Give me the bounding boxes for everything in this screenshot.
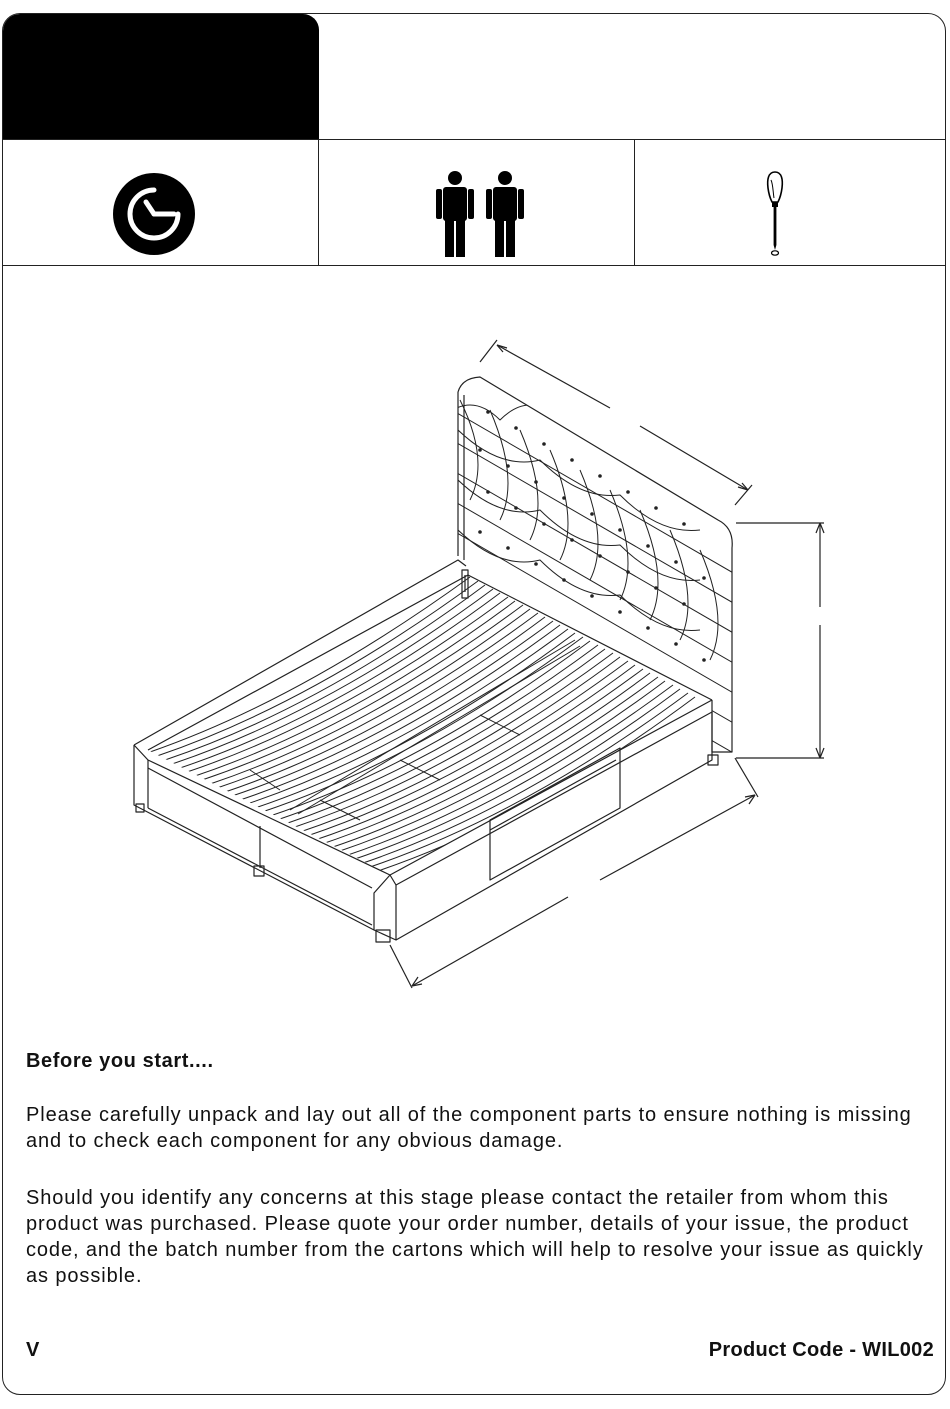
icon-cell-divider-1	[318, 139, 319, 265]
two-person-icon	[436, 171, 524, 257]
instruction-page-frame	[2, 13, 946, 1395]
unpack-instructions-paragraph: Please carefully unpack and lay out all …	[26, 1104, 912, 1152]
contact-retailer-paragraph: Should you identify any concerns at this…	[26, 1187, 924, 1287]
icon-cell-divider-2	[634, 139, 635, 265]
screwdriver-icon	[766, 171, 784, 256]
header-black-panel	[3, 14, 319, 139]
icon-row-divider	[3, 265, 945, 266]
product-code: Product Code - WIL002	[708, 1339, 934, 1361]
header-divider	[3, 139, 945, 140]
before-you-start-heading: Before you start....	[26, 1050, 214, 1072]
page-marker: V	[26, 1339, 40, 1361]
clock-icon	[113, 173, 195, 255]
